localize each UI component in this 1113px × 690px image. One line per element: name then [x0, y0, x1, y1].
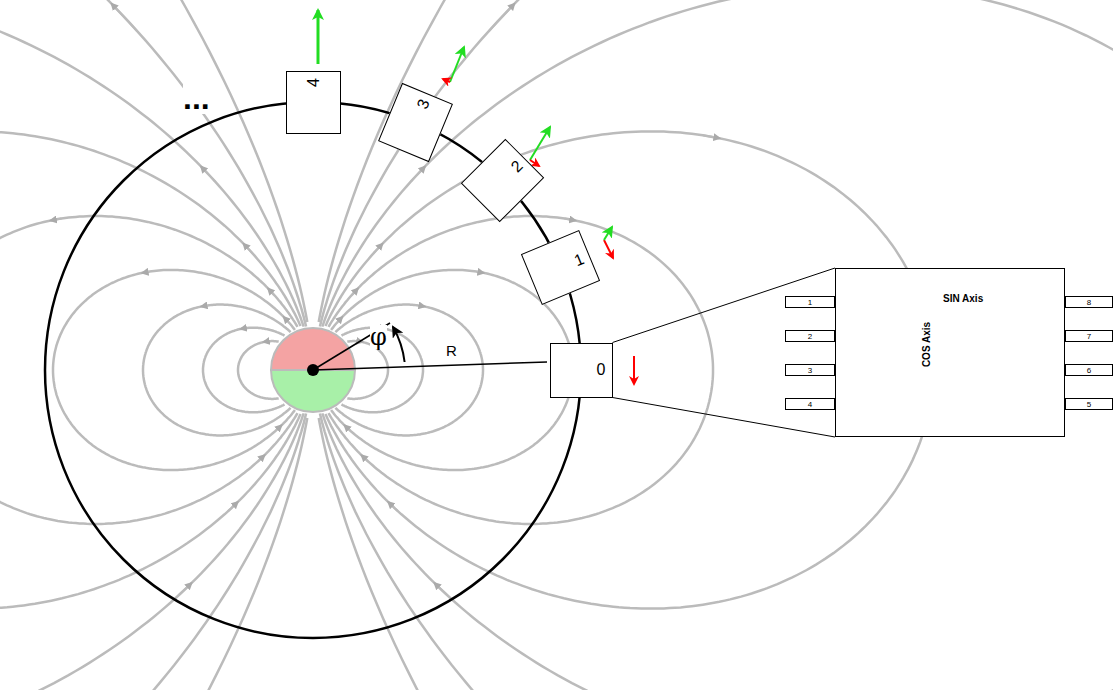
field-arrow	[476, 272, 483, 273]
axis-label: COS Axis	[921, 322, 932, 367]
radius-line	[313, 362, 547, 370]
sensor-circle	[45, 102, 581, 638]
field-line	[319, 0, 1113, 690]
field-arrow	[112, 4, 137, 31]
field-arrow	[388, 502, 398, 511]
chip-pin: 8	[1065, 296, 1113, 308]
field-arrow	[176, 583, 192, 598]
pin-number: 7	[1087, 332, 1091, 341]
chip-pin: 5	[1065, 398, 1113, 410]
sensor-number: 1	[572, 250, 587, 270]
chip-pin: 2	[785, 330, 835, 342]
angle-line	[313, 323, 390, 370]
field-arrow	[51, 219, 62, 221]
field-arrow	[268, 289, 274, 295]
field-arrow	[374, 244, 383, 253]
field-arrow	[241, 327, 244, 330]
field-arrow	[352, 289, 358, 295]
field-arrow	[703, 135, 719, 138]
field-arrow	[362, 455, 368, 461]
field-arrow	[489, 4, 514, 31]
angle-symbol: φ	[370, 325, 387, 349]
field-arrow	[565, 219, 576, 221]
field-arrow	[201, 167, 215, 182]
pin-number: 6	[1087, 366, 1091, 375]
field-arrow	[411, 167, 425, 182]
axis-label: SIN Axis	[943, 293, 983, 304]
field-arrow	[277, 425, 281, 429]
pin-number: 1	[808, 298, 812, 307]
field-line	[329, 216, 714, 524]
field-arrow	[202, 305, 207, 308]
sensor-number: 0	[597, 361, 606, 379]
pin-number: 3	[808, 366, 812, 375]
field-arrow	[228, 502, 238, 511]
pin-number: 5	[1087, 400, 1091, 409]
angle-arc	[393, 327, 405, 362]
chip-pin: 1	[785, 296, 835, 308]
field-arrow	[258, 455, 264, 461]
sensor-chip: SIN AxisCOS Axis	[835, 268, 1065, 437]
field-arrow	[143, 272, 150, 273]
chip-pin: 4	[785, 398, 835, 410]
sensor-box: 0	[550, 343, 613, 398]
field-line	[143, 305, 291, 436]
field-vector-arrows	[318, 10, 634, 384]
field-arrow	[338, 317, 342, 321]
radius-label: R	[446, 343, 457, 358]
field-arrow	[420, 305, 425, 308]
chip-pin: 3	[785, 364, 835, 376]
sensor-box: 4	[286, 71, 341, 134]
pin-number: 2	[808, 332, 812, 341]
chip-pin: 6	[1065, 364, 1113, 376]
ellipsis: ...	[183, 82, 210, 114]
sensor-number: 3	[413, 96, 433, 111]
field-arrow	[244, 244, 253, 253]
field-arrow	[264, 341, 266, 343]
pin-number: 4	[808, 400, 812, 409]
field-line	[320, 0, 1113, 690]
chip-pin: 7	[1065, 330, 1113, 342]
field-line	[335, 305, 483, 436]
sensor-number: 4	[304, 78, 322, 87]
field-arrow	[435, 583, 451, 598]
sensor-number: 2	[507, 157, 526, 176]
field-line	[331, 270, 573, 470]
pin-number: 8	[1087, 298, 1091, 307]
zoom-lines	[613, 268, 836, 437]
field-arrow	[345, 425, 349, 429]
field-line	[322, 0, 1113, 690]
field-line	[53, 270, 295, 470]
field-arrow	[284, 317, 288, 321]
